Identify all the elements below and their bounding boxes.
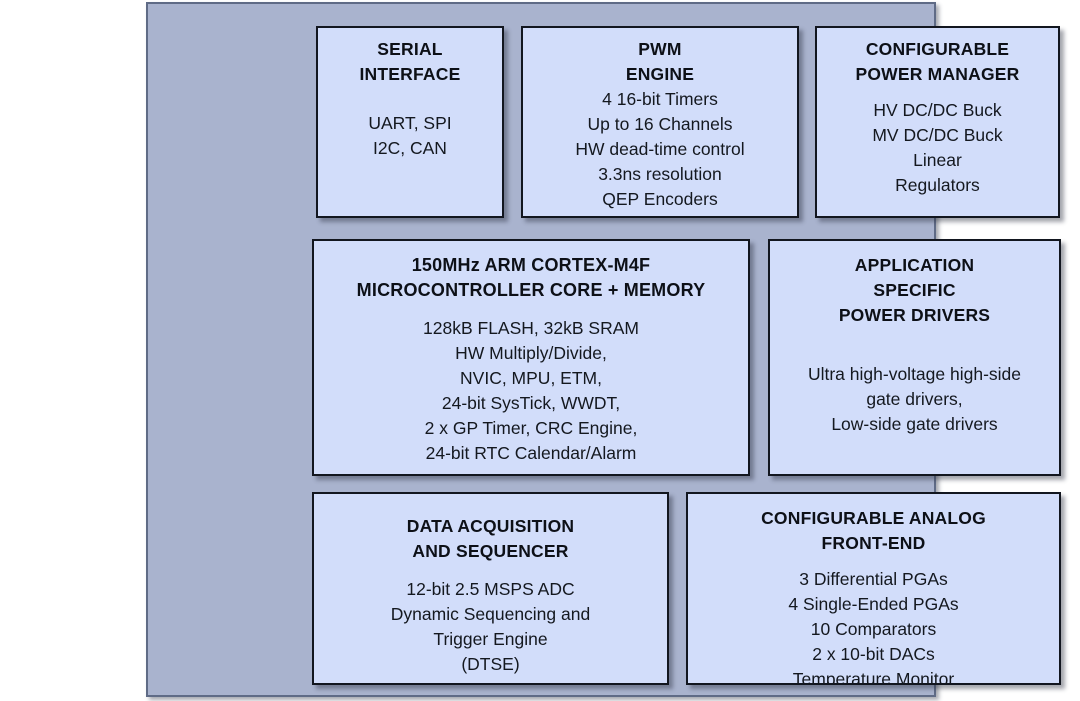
block-pwm-engine-body: 4 16-bit Timers Up to 16 Channels HW dea…: [575, 89, 745, 209]
block-application-specific-power-drivers: APPLICATION SPECIFIC POWER DRIVERS Ultra…: [768, 239, 1061, 476]
block-data-acquisition-and-sequencer-title: DATA ACQUISITION AND SEQUENCER: [406, 516, 575, 561]
block-application-specific-power-drivers-title: APPLICATION SPECIFIC POWER DRIVERS: [838, 255, 991, 325]
block-pwm-engine-title: PWM ENGINE: [625, 39, 695, 84]
block-configurable-analog-front-end-title: CONFIGURABLE ANALOG FRONT-END: [761, 508, 986, 553]
block-configurable-power-manager-body: HV DC/DC Buck MV DC/DC Buck Linear Regul…: [872, 100, 1003, 195]
block-serial-interface-body: UART, SPI I2C, CAN: [368, 113, 452, 158]
block-microcontroller-core: 150MHz ARM CORTEX-M4F MICROCONTROLLER CO…: [312, 239, 750, 476]
block-serial-interface: SERIAL INTERFACE UART, SPI I2C, CAN: [316, 26, 504, 218]
block-configurable-power-manager-title: CONFIGURABLE POWER MANAGER: [855, 39, 1020, 84]
block-application-specific-power-drivers-body: Ultra high-voltage high-side gate driver…: [807, 364, 1022, 434]
block-data-acquisition-and-sequencer-body: 12-bit 2.5 MSPS ADC Dynamic Sequencing a…: [390, 579, 591, 674]
block-microcontroller-core-title: 150MHz ARM CORTEX-M4F MICROCONTROLLER CO…: [356, 255, 706, 300]
soc-chassis-container: SERIAL INTERFACE UART, SPI I2C, CAN PWM …: [146, 2, 1061, 697]
block-pwm-engine: PWM ENGINE 4 16-bit Timers Up to 16 Chan…: [521, 26, 799, 218]
block-configurable-analog-front-end: CONFIGURABLE ANALOG FRONT-END 3 Differen…: [686, 492, 1061, 685]
block-microcontroller-core-body: 128kB FLASH, 32kB SRAM HW Multiply/Divid…: [423, 318, 639, 463]
block-serial-interface-title: SERIAL INTERFACE: [359, 39, 461, 84]
block-data-acquisition-and-sequencer: DATA ACQUISITION AND SEQUENCER 12-bit 2.…: [312, 492, 669, 685]
block-configurable-power-manager: CONFIGURABLE POWER MANAGER HV DC/DC Buck…: [815, 26, 1060, 218]
block-configurable-analog-front-end-body: 3 Differential PGAs 4 Single-Ended PGAs …: [788, 569, 959, 685]
